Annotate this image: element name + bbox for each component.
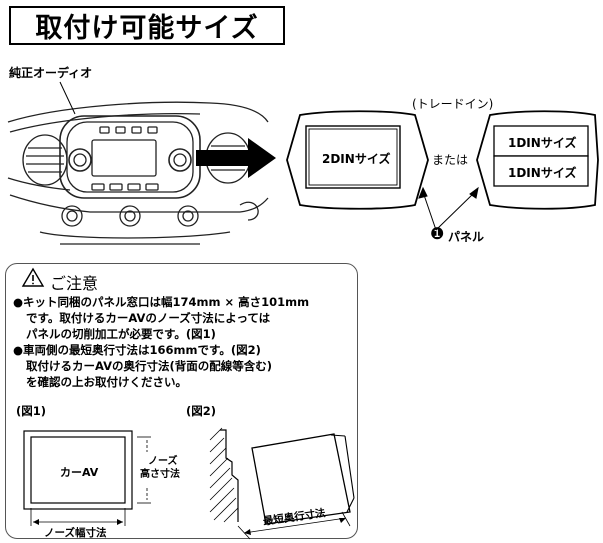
title-box: 取付け可能サイズ (9, 6, 285, 45)
nose-height-label-2: 高さ寸法 (140, 469, 180, 480)
panel-marker: ❶ (430, 224, 445, 243)
page-title: 取付け可能サイズ (35, 13, 259, 44)
panel-2din (286, 110, 429, 210)
fig1-diagram (23, 430, 151, 526)
stock-audio-label: 純正オーディオ (9, 66, 93, 80)
panel-1din-label-top: 1DINサイズ (508, 136, 577, 150)
warning-icon (21, 267, 45, 287)
panel-2din-label: 2DINサイズ (322, 152, 391, 166)
notice-bullet2-line1: ●車両側の最短奥行寸法は166mmです。(図2) (13, 343, 261, 357)
panel-label: パネル (448, 230, 485, 244)
fig2-diagram (209, 427, 355, 540)
nose-height-label-1: ノーズ (148, 456, 178, 467)
or-label: または (432, 153, 469, 167)
dashboard-illustration (7, 101, 269, 245)
notice-bullet1-line1: ●キット同梱のパネル窓口は幅174mm × 高さ101mm (13, 295, 310, 309)
fig2-label: (図2) (186, 404, 217, 418)
car-av-label: カーAV (60, 466, 99, 479)
fig1-label: (図1) (16, 404, 47, 418)
nose-width-label: ノーズ幅寸法 (44, 527, 107, 539)
trade-in-label: (トレードイン) (412, 97, 494, 111)
replace-arrow (196, 138, 276, 178)
panel-1din-label-bottom: 1DINサイズ (508, 166, 577, 180)
notice-bullet1-line3: パネルの切削加工が必要です。(図1) (26, 327, 216, 341)
panel-1din (476, 110, 599, 210)
notice-bullet2-line3: を確認の上お取付けください。 (26, 375, 187, 389)
notice-bullet2-line2: 取付けるカーAVの奥行寸法(背面の配線等含む) (26, 359, 273, 373)
stock-audio-leader (59, 81, 76, 115)
panel-leaders (418, 186, 479, 231)
notice-bullet1-line2: です。取付けるカーAVのノーズ寸法によっては (26, 311, 271, 325)
notice-heading: ご注意 (50, 274, 99, 293)
